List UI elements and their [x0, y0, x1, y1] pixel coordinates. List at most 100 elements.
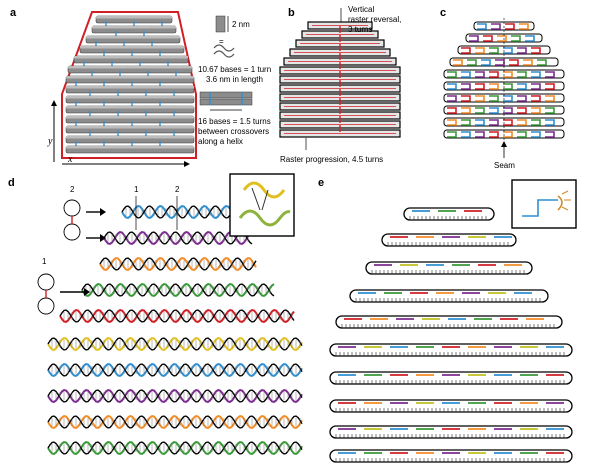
staple-strand: [531, 107, 541, 114]
column-label-2: 2: [175, 185, 180, 194]
staple-strand: [503, 83, 513, 90]
helix-cylinders: [65, 15, 195, 154]
equals-sign: =: [219, 37, 224, 46]
helix-strand-a: [59, 309, 295, 323]
seam-arrow: [501, 141, 507, 147]
helix-highlight: [74, 56, 188, 59]
staple-strand: [503, 71, 513, 78]
staple-strand: [461, 83, 471, 90]
staple-strand: [483, 35, 493, 42]
helix-highlight: [66, 116, 194, 119]
panel-label-b: b: [288, 7, 295, 19]
staple-strand: [511, 35, 521, 42]
helix-highlight: [66, 76, 194, 79]
staple-strand: [531, 47, 541, 54]
helix-twist-icon: [213, 44, 235, 58]
helix-highlight: [66, 96, 194, 99]
helix-strand-b: [103, 231, 253, 245]
crossover-label-1: 16 bases = 1.5 turns: [198, 117, 271, 126]
staple-strand: [503, 95, 513, 102]
staple-strand: [531, 83, 541, 90]
staple-strand: [545, 95, 555, 102]
turn-label-1: 10.67 bases = 1 turn: [198, 65, 271, 74]
top-label-1: Vertical: [348, 5, 374, 14]
crossover-schematic-2: 2: [63, 185, 106, 242]
helix-outline: [335, 315, 563, 329]
staple-strand: [447, 107, 457, 114]
panel-label-c: c: [440, 7, 446, 19]
panel-label-d: d: [8, 177, 15, 189]
inset-ticks: [561, 190, 571, 211]
staple-strand: [481, 59, 491, 66]
staple-strand: [475, 107, 485, 114]
helix-highlight: [66, 86, 194, 89]
width-label: 2 nm: [232, 20, 250, 29]
helix-outline: [329, 399, 573, 413]
staple-strand: [447, 95, 457, 102]
helix-strand-b: [47, 389, 303, 403]
staple-strand: [447, 131, 457, 138]
staple-strand: [461, 131, 471, 138]
staple-strand: [467, 59, 477, 66]
helix-highlight: [96, 16, 172, 19]
helix-outline: [329, 343, 573, 357]
staple-strand: [489, 47, 499, 54]
helix-outline: [381, 233, 517, 247]
staple-strand: [489, 83, 499, 90]
staple-strand: [531, 71, 541, 78]
schematic-number-1: 1: [42, 257, 47, 266]
y-axis-label: y: [47, 136, 53, 147]
helix-highlight: [66, 106, 194, 109]
single-helix-icon: [215, 15, 226, 33]
staple-strand: [447, 119, 457, 126]
helix-strand-b: [47, 363, 303, 377]
staple-strand: [447, 83, 457, 90]
staple-strand: [477, 23, 487, 30]
staple-strand: [489, 107, 499, 114]
staple-strand: [545, 107, 555, 114]
turn-label-2: 3.6 nm in length: [206, 75, 263, 84]
staple-strand: [517, 107, 527, 114]
panel-label-a: a: [10, 7, 17, 19]
helix-strand-b: [99, 257, 257, 271]
schematic-number-2: 2: [70, 185, 75, 194]
staple-strand: [489, 95, 499, 102]
helix-highlight: [68, 66, 192, 69]
helix-strand-a: [47, 441, 303, 455]
helix-highlight: [92, 26, 176, 29]
helix-strand-a: [47, 415, 303, 429]
staple-strand: [517, 47, 527, 54]
helix-highlight: [86, 36, 180, 39]
staple-strand: [517, 131, 527, 138]
staple-strand: [505, 23, 515, 30]
staple-strand: [491, 23, 501, 30]
schematic-circle-bottom-1: [37, 297, 55, 315]
panel-e-strand-diagram: [329, 179, 577, 463]
staple-strand: [503, 107, 513, 114]
panel-b-scaffold-raster: Vertical raster reversal, 3 turns Raster…: [279, 5, 401, 164]
panel-label-e: e: [318, 177, 324, 189]
schematic-circle-bottom: [63, 223, 81, 241]
staple-strand: [461, 47, 471, 54]
crossover-label-2: between crossovers: [198, 127, 269, 136]
staple-strand: [523, 59, 533, 66]
column-label-1: 1: [134, 185, 139, 194]
staple-strand: [475, 83, 485, 90]
top-label-3: 3 turns: [348, 25, 372, 34]
panel-c-staple-layout: Seam: [443, 18, 565, 170]
staple-strand: [531, 131, 541, 138]
crossover-helix-bottom: [199, 98, 253, 106]
x-axis-label: x: [67, 154, 73, 165]
helix-highlight: [66, 126, 194, 129]
staple-strand: [503, 47, 513, 54]
helix-strand-a: [103, 231, 253, 245]
helix-strand-b: [47, 337, 303, 351]
panel-d-double-helix-model: 2 1 1 2: [37, 173, 303, 455]
staple-strand: [461, 95, 471, 102]
staple-strand: [517, 71, 527, 78]
helix-highlight: [80, 46, 184, 49]
helix-strand-a: [99, 257, 257, 271]
staple-strand: [469, 35, 479, 42]
inset-box-e: [511, 179, 577, 229]
